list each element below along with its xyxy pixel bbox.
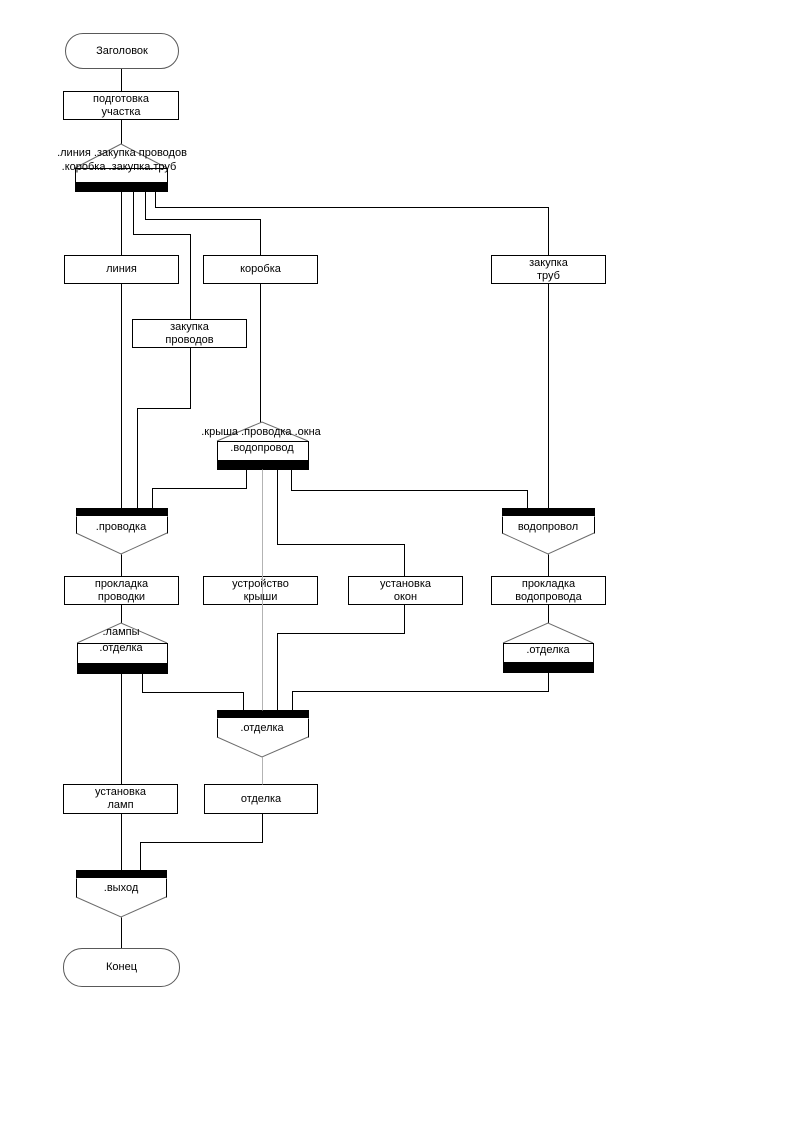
start-terminal[interactable]: Заголовок: [65, 33, 179, 69]
join-plumbing-label[interactable]: водопровол: [517, 521, 579, 533]
plumbing-laying-line2: водопровода: [515, 590, 582, 603]
fork-finish-right-bar: [503, 662, 594, 673]
site-prep-line1: подготовка: [93, 92, 149, 105]
fork-main-bar: [75, 182, 168, 192]
join-exit-label[interactable]: .выход: [103, 882, 139, 894]
join-finish-point: [216, 736, 309, 758]
fork-lamps-bar: [77, 663, 168, 674]
end-terminal[interactable]: Конец: [63, 948, 180, 987]
fork-lamps-label-line2[interactable]: .отделка: [99, 642, 143, 654]
lamps-install-line1: установка: [94, 786, 147, 798]
edge-wires-joinwiring: [137, 347, 191, 509]
junction-box-label: коробка: [240, 263, 281, 275]
edge-forkmid-joinwiring: [152, 469, 247, 509]
fork-finish-right-peak: [502, 622, 594, 644]
wiring-laying-box[interactable]: прокладка проводки: [64, 576, 179, 605]
wiring-laying-line2: проводки: [97, 590, 146, 603]
windows-install-line1: установка: [379, 577, 432, 590]
join-finish-label[interactable]: .отделка: [240, 722, 284, 734]
pipes-purchase-box[interactable]: закупка труб: [491, 255, 606, 284]
fork-main-label-line1[interactable]: .линия .закупка проводов: [57, 147, 187, 159]
join-plumbing-bar: [502, 508, 595, 516]
pipes-purchase-line2: труб: [537, 269, 560, 282]
wires-purchase-line2: проводов: [165, 333, 214, 346]
windows-install-line2: окон: [393, 590, 418, 603]
edge-windows-joinfinish: [277, 604, 405, 711]
fork-main-label-line2[interactable]: .коробка .закупка.труб: [61, 161, 177, 173]
end-label: Конец: [105, 961, 138, 973]
line-box[interactable]: линия: [64, 255, 179, 284]
edge-fork-pipes: [155, 191, 549, 256]
edge-forkmid-joinplumbing: [291, 469, 528, 509]
fork-lamps-label-line1[interactable]: .лампы: [102, 626, 140, 638]
plumbing-laying-box[interactable]: прокладка водопровода: [491, 576, 606, 605]
join-wiring-bar: [76, 508, 168, 516]
start-label: Заголовок: [96, 44, 148, 57]
join-exit-bar: [76, 870, 167, 878]
join-wiring-point: [75, 532, 168, 555]
line-box-label: линия: [106, 263, 137, 275]
edge-forkfinishright-joinfinish: [292, 672, 549, 711]
windows-install-box[interactable]: установка окон: [348, 576, 463, 605]
site-prep-line2: участка: [101, 105, 141, 118]
junction-box[interactable]: коробка: [203, 255, 318, 284]
plumbing-laying-line1: прокладка: [521, 577, 576, 590]
join-plumbing-point: [501, 532, 595, 555]
pipes-purchase-line1: закупка: [529, 256, 568, 269]
roof-setup-box[interactable]: устройство крыши: [203, 576, 318, 605]
finish-box-label: отделка: [240, 792, 282, 805]
wires-purchase-box[interactable]: закупка проводов: [132, 319, 247, 348]
edge-finishbox-joinexit: [140, 813, 263, 871]
join-exit-point: [75, 896, 167, 918]
join-finish-bar: [217, 710, 309, 718]
wiring-laying-line1: прокладка: [94, 577, 149, 590]
edge-fork-box: [145, 191, 261, 256]
fork-finish-right-label[interactable]: .отделка: [526, 644, 570, 656]
wires-purchase-line1: закупка: [170, 320, 209, 333]
lamps-install-box[interactable]: установка ламп: [63, 784, 178, 814]
edge-forkmid-windows: [277, 469, 405, 577]
connectors: [121, 68, 549, 949]
fork-mid-label-line1[interactable]: .крыша .проводка .окна: [201, 426, 321, 438]
roof-setup-line2: крыши: [243, 590, 278, 603]
edge-forklamps-joinfinish: [142, 673, 244, 711]
join-wiring-label[interactable]: .проводка: [95, 521, 147, 533]
roof-setup-line1: устройство: [232, 577, 289, 590]
fork-mid-bar: [217, 460, 309, 470]
lamps-install-line2: ламп: [107, 799, 134, 811]
fork-mid-label-line2[interactable]: .водопровод: [230, 442, 294, 454]
finish-box[interactable]: отделка: [204, 784, 318, 814]
site-prep-box[interactable]: подготовка участка: [63, 91, 179, 120]
